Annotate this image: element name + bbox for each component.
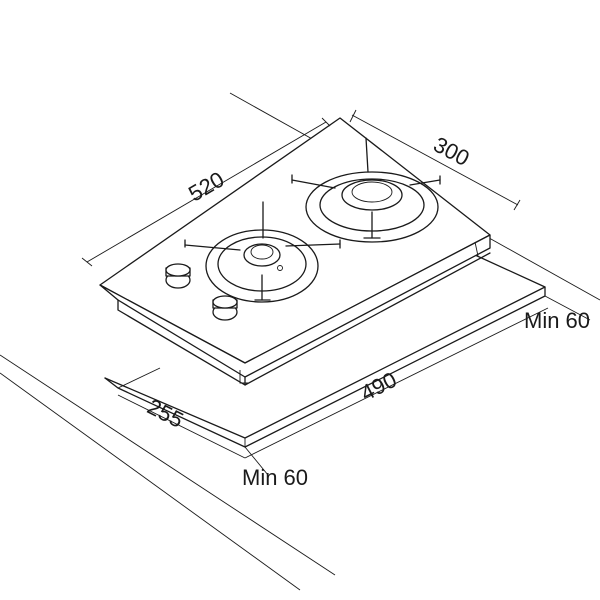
knob-right [212,295,238,321]
dim-label-min-60-front: Min 60 [242,465,308,490]
control-knobs [165,263,238,321]
dimension-lines [81,109,591,476]
burner-small [184,201,341,303]
dim-label-min-60-right: Min 60 [524,308,590,333]
dim-label-300: 300 [429,132,473,171]
dim-label-255: 255 [143,394,187,433]
burner-large [291,137,441,243]
knob-left [165,263,191,289]
